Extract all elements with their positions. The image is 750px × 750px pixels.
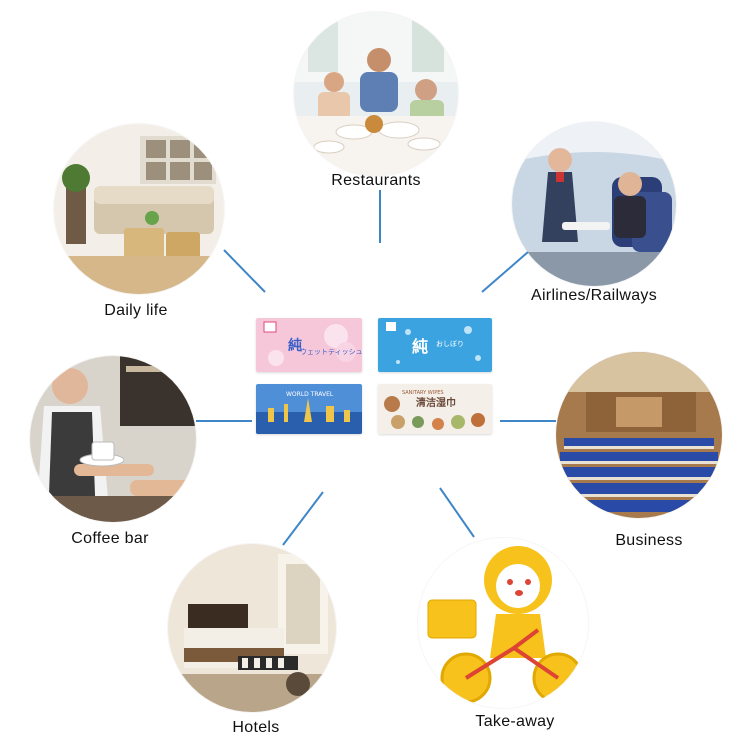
world-travel-text: WORLD TRAVEL — [286, 391, 334, 398]
label-coffee: Coffee bar — [71, 530, 149, 547]
product-packet-blue: 純 おしぼり — [378, 318, 492, 372]
label-takeaway: Take-away — [475, 713, 555, 730]
product-packet-world-travel: WORLD TRAVEL — [256, 384, 362, 434]
blue-brand-text: 純 — [412, 337, 428, 356]
label-restaurants: Restaurants — [331, 172, 421, 189]
product-packet-sanitary-wipes: SANITARY WIPES 清洁湿巾 — [378, 384, 492, 434]
connector-takeaway — [439, 487, 475, 538]
barista-photo — [30, 356, 196, 522]
conference-hall-photo — [556, 352, 722, 518]
restaurant-photo — [294, 12, 458, 176]
delivery-mascot-illustration — [418, 538, 588, 708]
sanitary-title-text: 清洁湿巾 — [416, 396, 456, 409]
label-hotels: Hotels — [232, 719, 280, 736]
pink-packet-text: ウェットティッシュ — [300, 348, 362, 356]
hotel-room-photo — [168, 544, 336, 712]
living-room-photo — [54, 124, 224, 294]
connector-airlines — [481, 251, 529, 293]
label-business: Business — [615, 532, 683, 549]
product-packet-pink: 純 ウェットティッシュ — [256, 318, 362, 372]
sanitary-sub-text: SANITARY WIPES — [402, 390, 444, 396]
connector-daily — [223, 249, 266, 293]
label-daily: Daily life — [104, 302, 168, 319]
connector-hotels — [282, 491, 324, 546]
pink-brand-text: 純 — [288, 337, 302, 354]
blue-packet-text: おしぼり — [436, 340, 464, 348]
airplane-cabin-photo — [512, 122, 676, 286]
label-airlines: Airlines/Railways — [530, 287, 658, 304]
